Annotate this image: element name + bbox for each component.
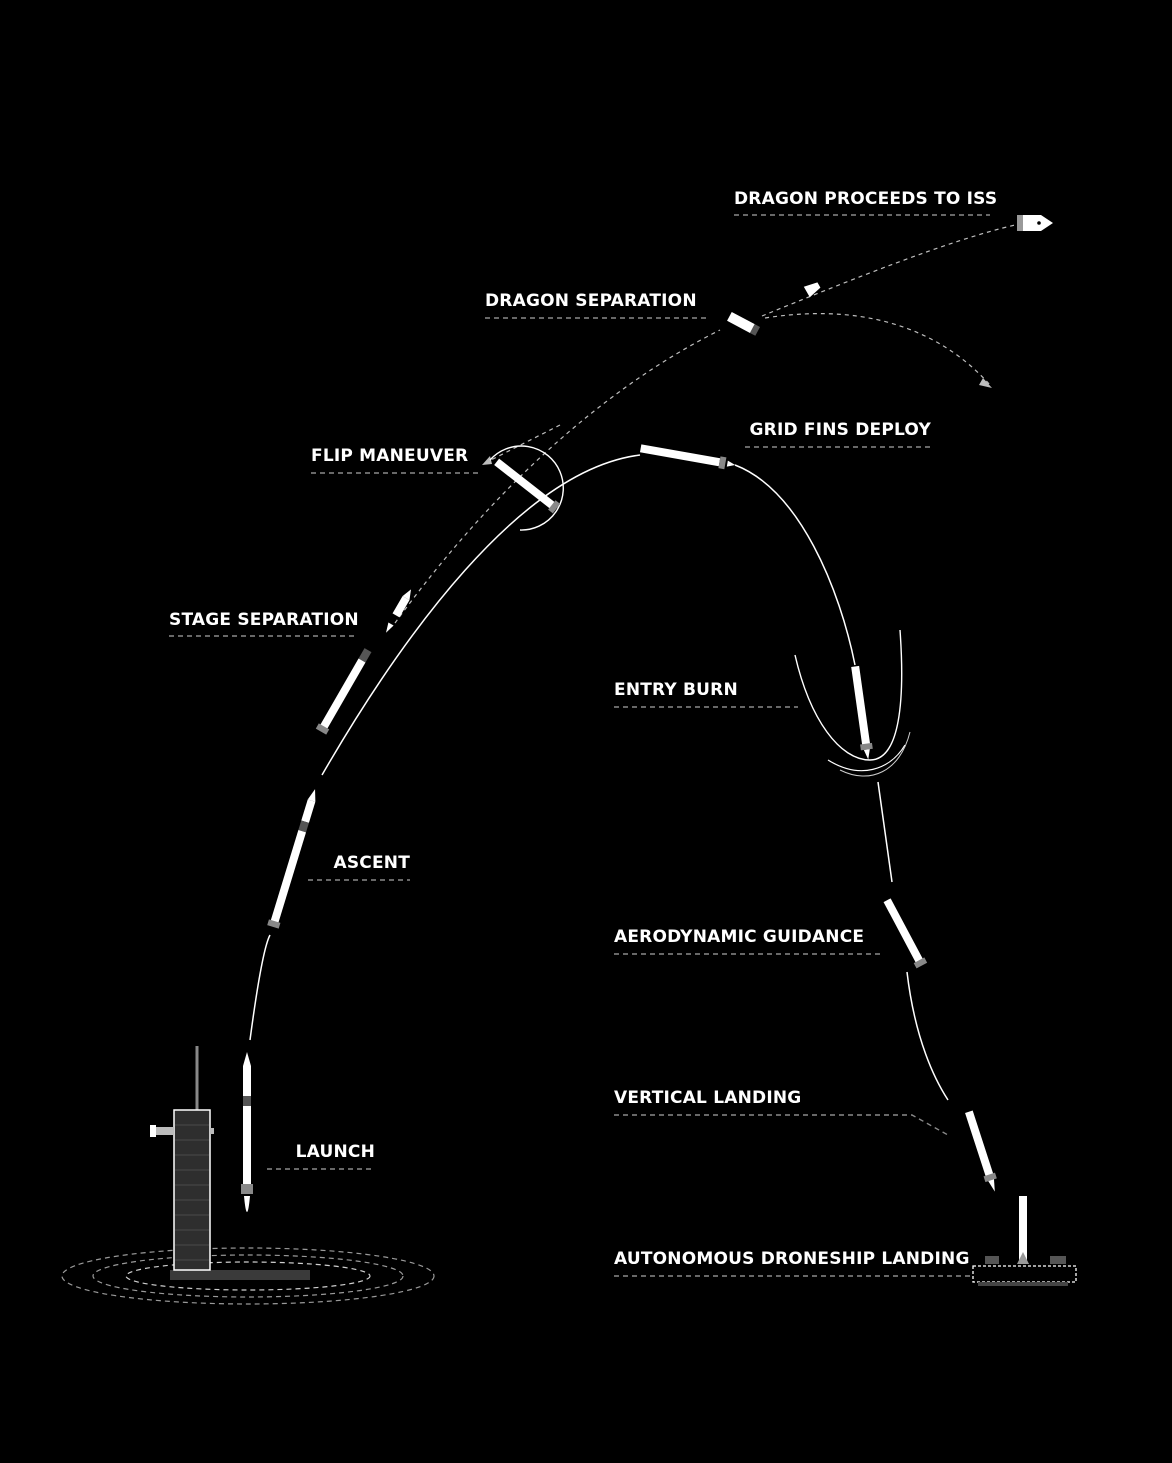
dragon-capsule-icon (1017, 215, 1053, 231)
label-entry-burn: ENTRY BURN (614, 680, 798, 708)
label-aero-guidance: AERODYNAMIC GUIDANCE (614, 927, 880, 955)
label-grid-fins: GRID FINS DEPLOY (745, 420, 932, 448)
label-flip: FLIP MANEUVER (311, 446, 478, 474)
label-launch: LAUNCH (267, 1142, 375, 1170)
launch-tower-icon (150, 1046, 310, 1280)
rocket-flip (494, 458, 561, 514)
label-dragon-iss: DRAGON PROCEEDS TO ISS (734, 189, 997, 216)
label-ascent-text: ASCENT (333, 853, 410, 873)
second-stage-trajectory (394, 224, 1016, 624)
label-vertical-landing-text: VERTICAL LANDING (614, 1088, 801, 1108)
label-stage-separation-text: STAGE SEPARATION (169, 610, 359, 630)
first-stage-trajectory (249, 454, 949, 1101)
label-dragon-iss-text: DRAGON PROCEEDS TO ISS (734, 189, 997, 209)
rocket-second-stage (727, 311, 761, 336)
droneship-icon (972, 1196, 1077, 1286)
label-dragon-separation-text: DRAGON SEPARATION (485, 291, 697, 311)
label-entry-burn-text: ENTRY BURN (614, 680, 738, 700)
label-launch-text: LAUNCH (296, 1142, 375, 1162)
rocket-launch (241, 1052, 253, 1212)
rocket-aero-guidance (883, 898, 928, 969)
label-ascent: ASCENT (308, 853, 410, 881)
label-droneship-landing-text: AUTONOMOUS DRONESHIP LANDING (614, 1249, 970, 1269)
rocket-first-stage-sep (315, 648, 372, 735)
rocket-vertical-landing (965, 1110, 997, 1192)
rocket-grid-fins (639, 444, 736, 470)
label-aero-guidance-text: AERODYNAMIC GUIDANCE (614, 927, 864, 947)
label-droneship-landing: AUTONOMOUS DRONESHIP LANDING (614, 1249, 970, 1277)
label-flip-text: FLIP MANEUVER (311, 446, 468, 466)
rocket-second-stage-sep (386, 589, 411, 633)
rocket-entry-burn (851, 665, 873, 760)
flip-maneuver-arc (489, 445, 564, 531)
label-grid-fins-text: GRID FINS DEPLOY (750, 420, 932, 440)
label-vertical-landing: VERTICAL LANDING (614, 1088, 949, 1136)
label-dragon-separation: DRAGON SEPARATION (485, 291, 710, 319)
rocket-ascent (267, 789, 316, 929)
label-stage-separation: STAGE SEPARATION (169, 610, 359, 637)
entry-burn-shockwave (794, 629, 911, 777)
launch-pad-rings (61, 1247, 435, 1305)
dragon-capsule-small (803, 282, 821, 298)
